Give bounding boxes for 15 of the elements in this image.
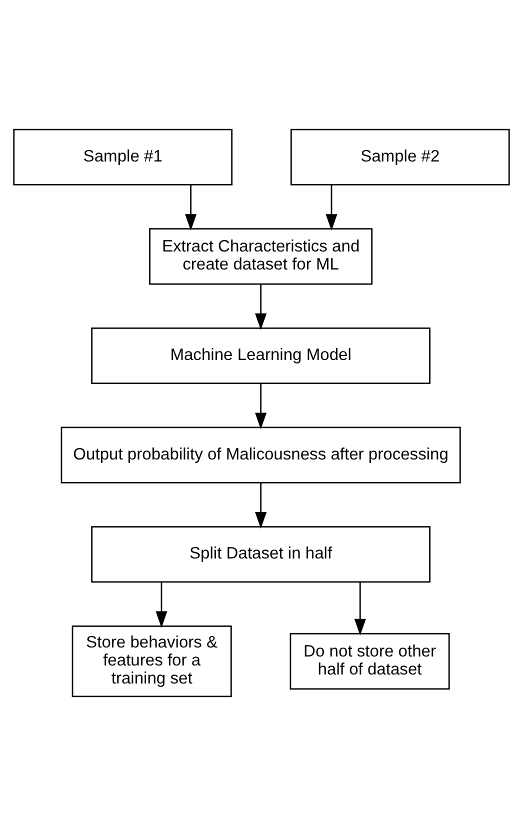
arrow [255,284,267,330]
node-box: Sample #1 [13,128,233,185]
node-box: Extract Characteristics and create dataset for ML [149,228,373,284]
arrow [185,184,197,230]
arrow [326,184,338,230]
arrow [255,382,267,429]
node-box: Machine Learning Model [91,326,430,384]
node-box: Store behaviors & features for a training set [72,624,232,697]
arrow [354,582,366,635]
arrow [255,482,267,528]
node-box: Output probability of Malicousness after processing [60,426,461,483]
node-box: Split Dataset in half [91,526,430,582]
arrow [156,582,168,628]
node-box: Sample #2 [290,128,510,185]
node-box: Do not store other half of dataset [290,632,450,690]
